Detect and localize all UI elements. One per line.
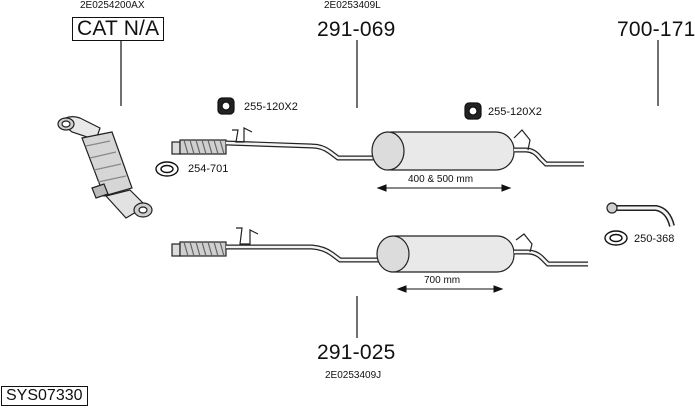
clamp-kit-a-icon <box>217 97 235 115</box>
clamp-kit-a-label[interactable]: 255-120X2 <box>244 101 298 113</box>
catalyst-code: 2E0254200AX <box>80 0 145 11</box>
gasket-a-icon <box>155 161 179 177</box>
front-silencer-lower-code: 2E0253409J <box>325 370 382 381</box>
clamp-kit-b-icon <box>464 102 482 120</box>
catalytic-converter-drawing <box>57 116 153 219</box>
upper-exhaust-drawing <box>171 127 584 171</box>
dimension-lower-label: 700 mm <box>424 275 461 286</box>
dimension-lower <box>396 285 504 293</box>
gasket-b-label[interactable]: 250-368 <box>634 233 675 245</box>
front-silencer-upper-number[interactable]: 291-069 <box>317 18 396 41</box>
clamp-kit-b-label[interactable]: 255-120X2 <box>488 106 542 118</box>
tail-pipe-number[interactable]: 700-171 <box>617 18 695 41</box>
gasket-b-icon <box>604 230 628 246</box>
catalyst-number[interactable]: CAT N/A <box>72 17 165 41</box>
front-silencer-lower-number[interactable]: 291-025 <box>317 341 396 364</box>
lower-exhaust-drawing <box>171 227 588 273</box>
gasket-a-label[interactable]: 254-701 <box>188 163 229 175</box>
tail-pipe-drawing <box>606 202 675 227</box>
dimension-upper-label: 400 & 500 mm <box>408 174 474 185</box>
system-code: SYS07330 <box>1 386 88 406</box>
dimension-upper <box>376 184 512 192</box>
front-silencer-upper-code: 2E0253409L <box>324 0 381 11</box>
